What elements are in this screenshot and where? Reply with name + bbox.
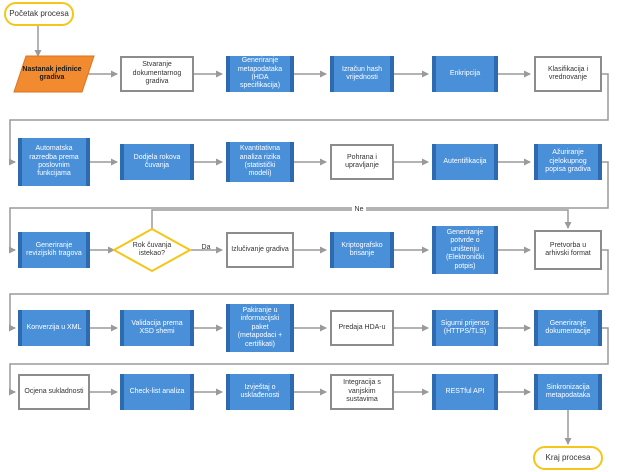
- step-disposal: Izlučivanje gradiva: [226, 232, 294, 268]
- step-archival-format: Pretvorba u arhivski format: [534, 230, 602, 270]
- step-conformity-assessment: Ocjena sukladnosti: [18, 374, 90, 410]
- step-inventory-update: Ažuriranje cjelokupnog popisa gradiva: [534, 144, 602, 180]
- step-classification: Klasifikacija i vrednovanje: [534, 56, 602, 92]
- step-hda-transfer: Predaja HDA-u: [330, 310, 394, 346]
- step-information-package: Pakiranje u informacijski paket (metapod…: [226, 304, 294, 352]
- decision-label: Rok čuvanja istekao?: [132, 241, 172, 257]
- arrow-decision-no: [151, 209, 572, 230]
- step-metadata-generation: Generiranje metapodataka (HDA specifikac…: [226, 56, 294, 92]
- step-hash-calculation: Izračun hash vrijednosti: [330, 56, 394, 92]
- decision-diamond: [111, 227, 193, 273]
- step-crypto-erase: Kriptografsko brisanje: [330, 232, 394, 268]
- origin-parallelogram: [13, 55, 95, 93]
- step-audit-trail: Generiranje revizijskih tragova: [18, 232, 90, 268]
- step-restful-api: RESTful API: [432, 374, 498, 410]
- step-metadata-sync: Sinkronizacija metapodataka: [534, 374, 602, 410]
- step-document-creation: Stvaranje dokumentarnog gradiva: [120, 56, 194, 92]
- arrow-r3-r4: [9, 249, 609, 332]
- step-checklist-analysis: Check-list analiza: [120, 374, 194, 410]
- step-documentation: Generiranje dokumentacije: [534, 310, 602, 346]
- step-destruction-certificate: Generiranje potvrde o uništenju (Elektro…: [432, 226, 498, 274]
- step-encryption: Enkripcija: [432, 56, 498, 92]
- arrow-r4-r5: [9, 327, 609, 396]
- arrow-r2-r3: [9, 161, 609, 254]
- step-compliance-report: Izvještaj o usklađenosti: [226, 374, 294, 410]
- origin-label: Nastanak jedinice gradiva: [22, 65, 82, 81]
- step-xml-conversion: Konverzija u XML: [18, 310, 90, 346]
- step-authentication: Autentifikacija: [432, 144, 498, 180]
- step-external-integration: Integracija s vanjskim sustavima: [330, 374, 394, 410]
- end-terminal: Kraj procesa: [533, 446, 603, 470]
- step-retention-assignment: Dodjela rokova čuvanja: [120, 144, 194, 180]
- step-secure-transfer: Sigurni prijenos (HTTPS/TLS): [432, 310, 498, 346]
- arrow-r1-r2: [9, 73, 609, 166]
- step-risk-analysis: Kvantitativna analiza rizika (statističk…: [226, 142, 294, 182]
- step-storage-management: Pohrana i upravljanje: [330, 144, 394, 180]
- step-xsd-validation: Validacija prema XSD shemi: [120, 310, 194, 346]
- decision-yes-label: Da: [201, 244, 211, 251]
- start-terminal: Početak procesa: [4, 2, 74, 26]
- decision-no-label: Ne: [352, 206, 366, 213]
- step-auto-classification: Automatska razredba prema poslovnim funk…: [18, 138, 90, 186]
